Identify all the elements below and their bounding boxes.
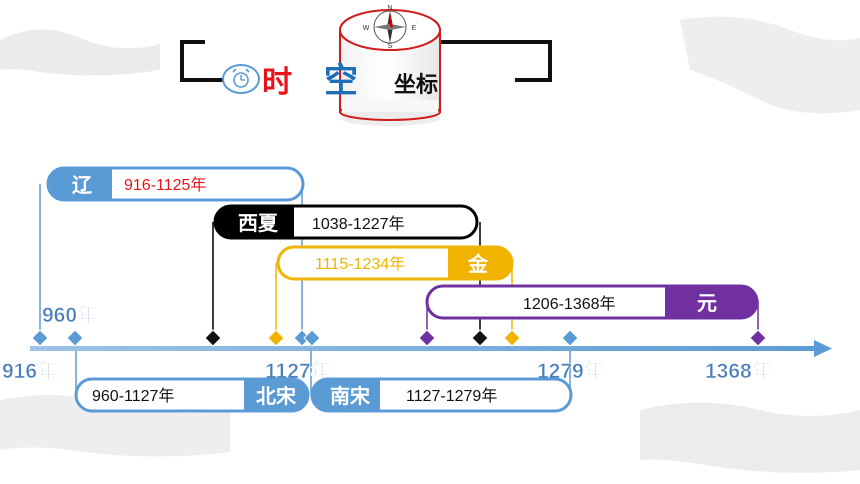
- dynasty-bar-yuan: 元 1206-1368年: [425, 284, 759, 320]
- tick-label-1368: 1368年: [705, 359, 773, 383]
- title-char-zuobiao: 坐标: [394, 72, 438, 98]
- dynasty-range-beisong: 960-1127年: [92, 387, 174, 405]
- title-char-shi: 时: [262, 65, 292, 100]
- dynasty-bar-nansong: 南宋 1127-1279年: [310, 377, 573, 413]
- dynasty-bar-jin: 金 1115-1234年: [276, 245, 514, 281]
- tick-label-1279: 1279年: [537, 359, 605, 383]
- marker-1206: [418, 329, 436, 347]
- dynasty-range-yuan: 1206-1368年: [523, 295, 616, 313]
- axis-markers: [31, 329, 767, 347]
- time-axis: [30, 340, 832, 357]
- compass-letter-e: E: [412, 25, 417, 32]
- compass-rose-icon: [373, 10, 407, 44]
- marker-1368: [749, 329, 767, 347]
- title-char-kong: 空: [324, 61, 358, 101]
- alarm-clock-icon: [222, 64, 260, 94]
- dynasty-name-xixia: 西夏: [238, 211, 279, 235]
- dynasty-range-nansong: 1127-1279年: [406, 387, 497, 405]
- dynasty-name-yuan: 元: [697, 291, 717, 315]
- marker-960: [66, 329, 84, 347]
- compass-cylinder: [339, 9, 441, 126]
- dynasty-range-xixia: 1038-1227年: [312, 215, 405, 233]
- dynasty-bar-xixia: 西夏 1038-1227年: [213, 204, 479, 240]
- dynasty-bar-liao: 辽 916-1125年: [46, 166, 305, 202]
- marker-1279: [561, 329, 579, 347]
- tick-label-960: 960年: [42, 303, 98, 327]
- tick-label-916: 916年: [2, 359, 58, 383]
- ink-mountain-decoration: [0, 16, 860, 473]
- dynasty-name-beisong: 北宋: [256, 384, 296, 408]
- dynasty-range-jin: 1115-1234年: [315, 255, 405, 273]
- compass-letter-n: N: [387, 5, 392, 12]
- marker-1038: [204, 329, 222, 347]
- dynasty-name-liao: 辽: [72, 173, 93, 197]
- title-frame: [180, 40, 552, 82]
- marker-1127: [303, 329, 321, 347]
- axis-arrow-icon: [814, 340, 832, 357]
- marker-1227: [471, 329, 489, 347]
- compass-letter-w: W: [363, 25, 370, 32]
- dynasty-range-liao: 916-1125年: [124, 176, 206, 194]
- marker-1115: [267, 329, 285, 347]
- dynasty-bar-beisong: 北宋 960-1127年: [74, 377, 310, 413]
- dynasty-name-jin: 金: [467, 252, 489, 276]
- dynasty-name-nansong: 南宋: [330, 384, 370, 408]
- marker-1234: [503, 329, 521, 347]
- compass-letter-s: S: [388, 43, 393, 50]
- marker-916: [31, 329, 49, 347]
